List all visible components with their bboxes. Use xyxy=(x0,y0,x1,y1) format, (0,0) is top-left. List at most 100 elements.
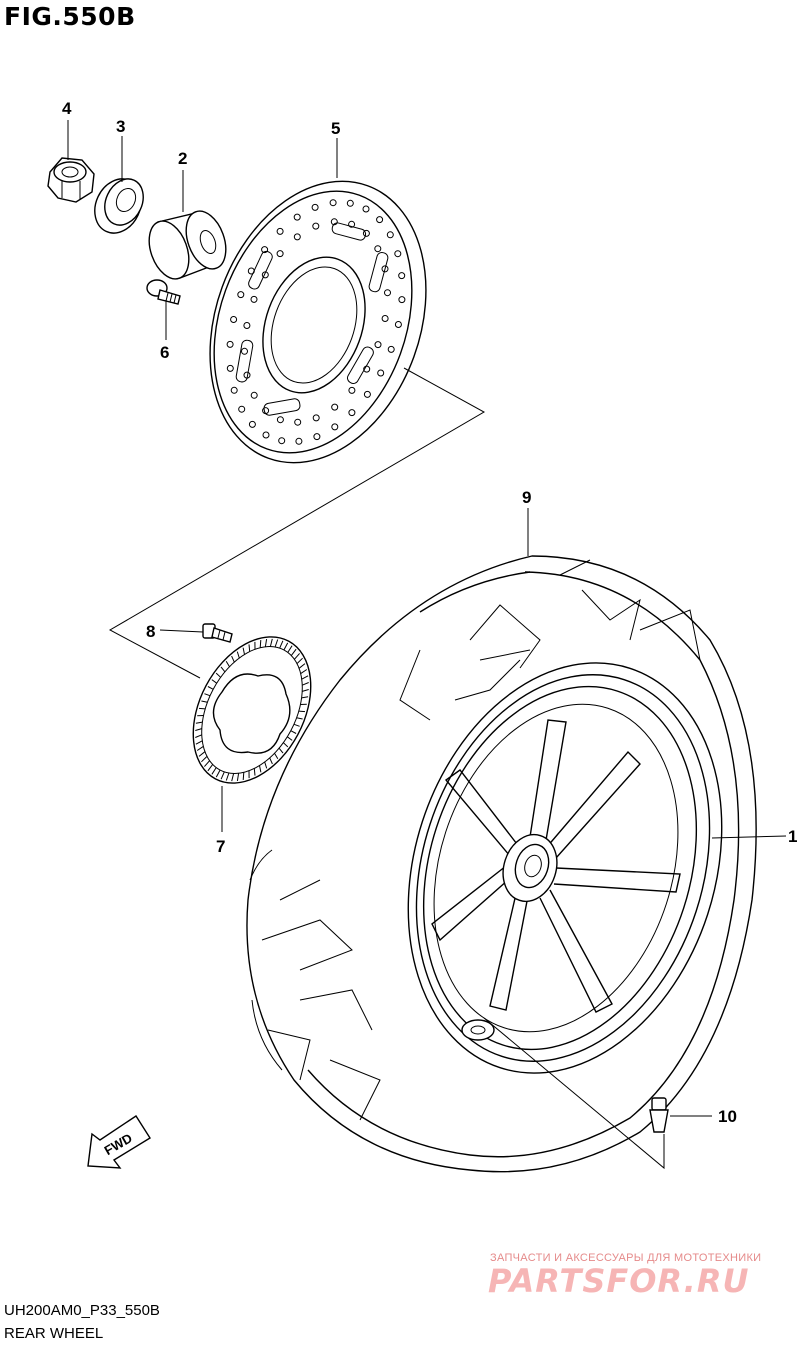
rotor-tooth xyxy=(198,751,206,757)
rotor-tooth xyxy=(204,693,211,697)
rotor-tooth xyxy=(195,734,202,738)
rotor-tooth xyxy=(211,767,217,775)
rotor-tooth xyxy=(264,761,268,769)
disc-hole xyxy=(398,272,406,280)
callout-2: 2 xyxy=(178,149,187,168)
rotor-tooth xyxy=(220,771,225,780)
rotor-tooth xyxy=(231,773,235,782)
rotor-tooth xyxy=(302,689,309,692)
disc-hole xyxy=(293,213,301,221)
watermark-logo: PARTSFOR.RU xyxy=(488,1262,750,1300)
rotor-tooth xyxy=(225,661,230,667)
disc-hole xyxy=(261,271,269,279)
rotor-tooth xyxy=(290,648,297,656)
spacer xyxy=(148,210,227,280)
disc-hole xyxy=(293,233,301,241)
rotor-tooth xyxy=(196,745,204,751)
disc-hole xyxy=(294,418,302,426)
disc-hole xyxy=(348,220,356,228)
rotor-tooth xyxy=(300,669,308,675)
disc-hole xyxy=(237,291,245,299)
disc-hole xyxy=(250,391,258,399)
rotor-tooth xyxy=(207,686,214,690)
disc-hole xyxy=(278,437,286,445)
rotor-tooth xyxy=(274,753,279,759)
disc-hole xyxy=(330,218,338,226)
callout-7: 7 xyxy=(216,837,225,856)
disc-hole xyxy=(261,246,269,254)
disc-hole xyxy=(312,222,320,230)
callout-10: 10 xyxy=(718,1107,737,1126)
brake-disc xyxy=(209,180,427,464)
rotor-tooth xyxy=(301,696,309,699)
rotor-tooth xyxy=(269,757,273,765)
rotor-tooth xyxy=(259,765,262,773)
assembly-lines xyxy=(67,120,787,1170)
rotor-tooth xyxy=(294,653,300,660)
rotor-bolt xyxy=(202,623,233,643)
rotor-tooth xyxy=(283,742,289,748)
disc-hole xyxy=(262,407,270,415)
callout-labels: 1 2 3 4 5 6 7 8 9 10 xyxy=(62,99,797,1126)
callout-8: 8 xyxy=(146,622,155,641)
disc-hole xyxy=(381,265,389,273)
rotor-tooth xyxy=(195,728,202,731)
disc-hole xyxy=(250,295,258,303)
rotor-tooth xyxy=(201,700,208,703)
rotor-tooth xyxy=(211,679,217,684)
disc-hole xyxy=(398,296,406,304)
disc-hole xyxy=(312,414,320,422)
rotor-tooth xyxy=(302,682,309,686)
rotor-tooth xyxy=(296,717,303,720)
figure-code: UH200AM0_P33_550B xyxy=(4,1302,160,1319)
rotor-tooth xyxy=(242,772,245,780)
disc-hole xyxy=(381,315,389,322)
rotor-tooth xyxy=(293,723,300,727)
disc-hole xyxy=(331,403,339,411)
callout-1: 1 xyxy=(788,827,797,846)
callout-3: 3 xyxy=(116,117,125,136)
disc-hole xyxy=(331,423,339,431)
figure-caption: REAR WHEEL xyxy=(4,1325,104,1342)
disc-hole xyxy=(262,431,270,439)
rotor-tooth xyxy=(236,651,240,659)
wheel-rim xyxy=(407,662,723,1074)
disc-hole xyxy=(313,433,321,441)
disc-hole xyxy=(276,250,284,258)
rotor-tooth xyxy=(225,772,230,781)
rotor-tooth xyxy=(259,640,262,648)
rotor-tooth xyxy=(207,764,214,772)
figure-title: FIG.550B xyxy=(4,2,136,31)
disc-hole xyxy=(226,364,234,372)
disc-hole xyxy=(386,231,394,239)
callout-9: 9 xyxy=(522,488,531,507)
rotor-tooth xyxy=(296,657,303,664)
rotor-tooth xyxy=(220,666,226,673)
rotor-tooth xyxy=(264,639,268,647)
disc-hole xyxy=(248,420,256,428)
disc-hole xyxy=(387,345,395,353)
disc-hole xyxy=(374,341,382,349)
rotor-tooth xyxy=(231,655,235,663)
watermark-tagline: ЗАПЧАСТИ И АКСЕССУАРЫ ДЛЯ МОТОТЕХНИКИ xyxy=(490,1252,762,1264)
disc-hole xyxy=(276,227,284,235)
sensor-rotor xyxy=(192,636,312,784)
disc-hole xyxy=(363,390,371,398)
rotor-tooth xyxy=(274,639,279,648)
disc-hole xyxy=(394,250,402,258)
disc-hole xyxy=(348,409,356,417)
disc-hole xyxy=(243,371,251,379)
rotor-tooth xyxy=(287,736,293,741)
rotor-tooth xyxy=(198,707,206,710)
disc-hole xyxy=(384,289,391,297)
disc-bolt xyxy=(146,279,181,305)
rotor-tooth xyxy=(283,642,289,651)
rotor-tooth xyxy=(195,740,203,745)
rotor-tooth xyxy=(236,773,240,781)
rotor-tooth xyxy=(242,647,245,655)
rotor-tooth xyxy=(195,721,203,724)
disc-hole xyxy=(247,267,255,275)
disc-hole xyxy=(230,316,238,323)
rotor-tooth xyxy=(204,760,210,767)
